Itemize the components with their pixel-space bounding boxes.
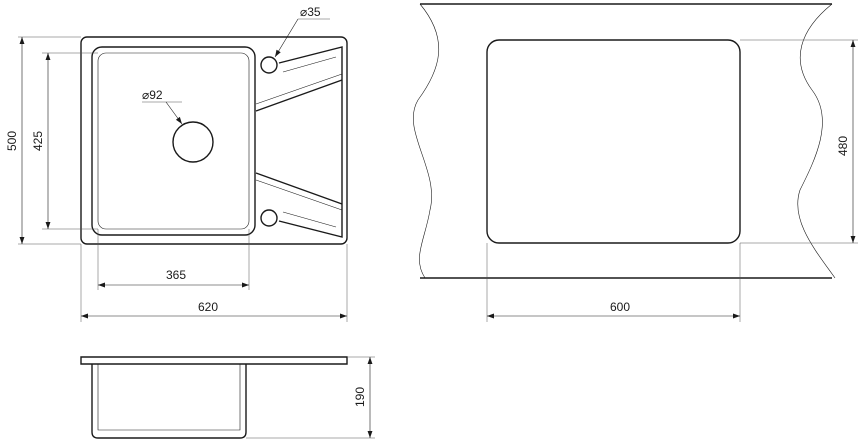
faucet-hole-label: 35 — [307, 5, 321, 19]
svg-text:⌀35: ⌀35 — [300, 5, 321, 19]
drainboard-grooves — [255, 46, 343, 238]
bowl-depth-label: 425 — [31, 131, 45, 151]
break-line-left — [413, 3, 440, 279]
bowl-width-label: 365 — [166, 268, 186, 282]
cutout-depth-label: 480 — [836, 136, 850, 156]
cutout-depth-dimension: 480 — [836, 40, 856, 243]
bowl-width-dimension: 365 — [98, 268, 249, 288]
overall-depth-dimension: 500 — [5, 37, 25, 244]
break-line-right — [797, 3, 836, 279]
bowl-rim-outer — [91, 46, 256, 236]
faucet-hole-callout: ⌀35 — [274, 5, 330, 58]
drain-diameter-symbol: ⌀ — [142, 88, 149, 102]
cutout-view: 600 480 — [413, 3, 858, 322]
side-view-rim — [80, 356, 348, 365]
cutout-width-label: 600 — [610, 300, 630, 314]
overall-depth-label: 500 — [5, 131, 19, 151]
faucet-diameter-symbol: ⌀ — [300, 5, 307, 19]
cutout-outline — [486, 39, 741, 244]
bowl-depth-dimension: 425 — [31, 53, 51, 229]
sink-height-dimension: 190 — [353, 357, 373, 438]
drain-hole-callout: ⌀92 — [142, 88, 183, 125]
svg-text:⌀92: ⌀92 — [142, 88, 163, 102]
overall-width-dimension: 620 — [81, 300, 347, 319]
bowl-rim-inner — [97, 52, 250, 230]
faucet-hole-top — [260, 56, 278, 74]
sink-side-view: 190 — [80, 356, 375, 439]
drain-hole — [172, 121, 214, 163]
side-view-bowl — [91, 364, 247, 439]
overall-width-label: 620 — [198, 300, 218, 314]
faucet-hole-bottom — [260, 209, 278, 227]
drain-hole-label: 92 — [149, 88, 163, 102]
sink-outer-outline — [80, 36, 348, 245]
sink-top-view: ⌀92 ⌀35 500 425 — [5, 5, 348, 322]
sink-height-label: 190 — [353, 387, 367, 407]
cutout-width-dimension: 600 — [487, 300, 740, 319]
